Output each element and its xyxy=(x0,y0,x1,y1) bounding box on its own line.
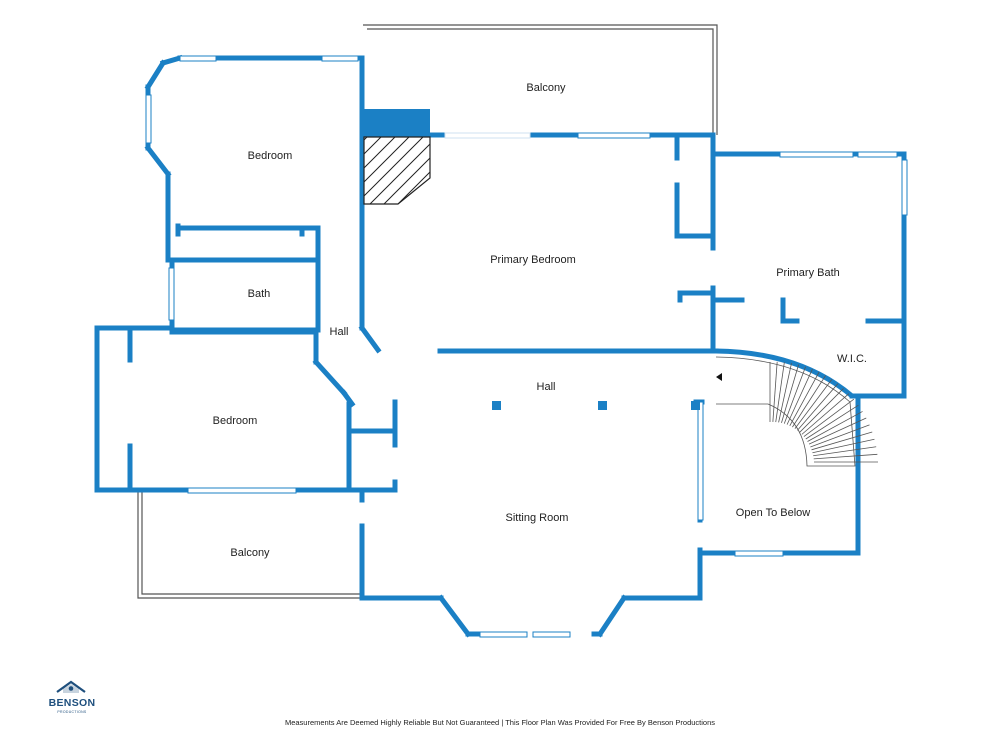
logo-house-icon xyxy=(56,680,86,693)
stair-tread xyxy=(786,368,813,425)
walls xyxy=(94,54,907,638)
room-label-sitting-room: Sitting Room xyxy=(506,512,569,524)
stair-tread xyxy=(813,446,877,457)
room-label-primary-bedroom: Primary Bedroom xyxy=(490,254,576,266)
stair-tread xyxy=(799,388,844,433)
footer-disclaimer: Measurements Are Deemed Highly Reliable … xyxy=(284,718,716,727)
room-label-bedroom-top: Bedroom xyxy=(248,150,293,162)
stair-tread xyxy=(813,453,878,460)
stair-tread xyxy=(783,366,806,424)
spiral-staircase xyxy=(715,356,878,467)
stair-tread xyxy=(805,404,859,440)
room-label-bedroom-left: Bedroom xyxy=(213,415,258,427)
stair-tread xyxy=(801,393,850,435)
stair-tread xyxy=(807,411,863,442)
room-label-balcony-bottom: Balcony xyxy=(230,547,270,559)
room-label-wic: W.I.C. xyxy=(837,353,867,365)
stair-arrow-icon xyxy=(716,373,722,381)
stair-tread xyxy=(794,379,833,429)
room-label-hall-center: Hall xyxy=(537,381,556,393)
windows xyxy=(145,55,908,638)
stair-tread xyxy=(803,398,855,437)
room-label-balcony-top: Balcony xyxy=(526,82,566,94)
columns xyxy=(492,401,700,410)
stair-tread xyxy=(808,417,867,445)
stair-tread xyxy=(811,431,873,451)
balcony-outlines xyxy=(137,24,718,599)
stair-walls xyxy=(715,348,854,398)
fireplace xyxy=(363,109,431,205)
brand-logo: BENSON PRODUCTIONS xyxy=(38,676,108,716)
stair-tread xyxy=(778,363,792,423)
stair-tread xyxy=(775,362,785,423)
room-label-hall-left: Hall xyxy=(330,326,349,338)
room-label-primary-bath: Primary Bath xyxy=(776,267,840,279)
brand-tagline: PRODUCTIONS xyxy=(57,710,87,714)
room-labels: Balcony Bedroom Primary Bedroom Primary … xyxy=(213,82,867,559)
room-label-open-to-below: Open To Below xyxy=(736,507,810,519)
stair-tread xyxy=(812,438,875,454)
stair-tread xyxy=(792,375,826,428)
brand-name: BENSON xyxy=(48,697,96,709)
stair-tread xyxy=(772,361,778,422)
stair-tread xyxy=(781,364,799,424)
stair-tread xyxy=(789,371,820,426)
stair-tread xyxy=(797,383,839,431)
room-label-bath: Bath xyxy=(248,288,271,300)
stair-tread xyxy=(810,424,870,448)
